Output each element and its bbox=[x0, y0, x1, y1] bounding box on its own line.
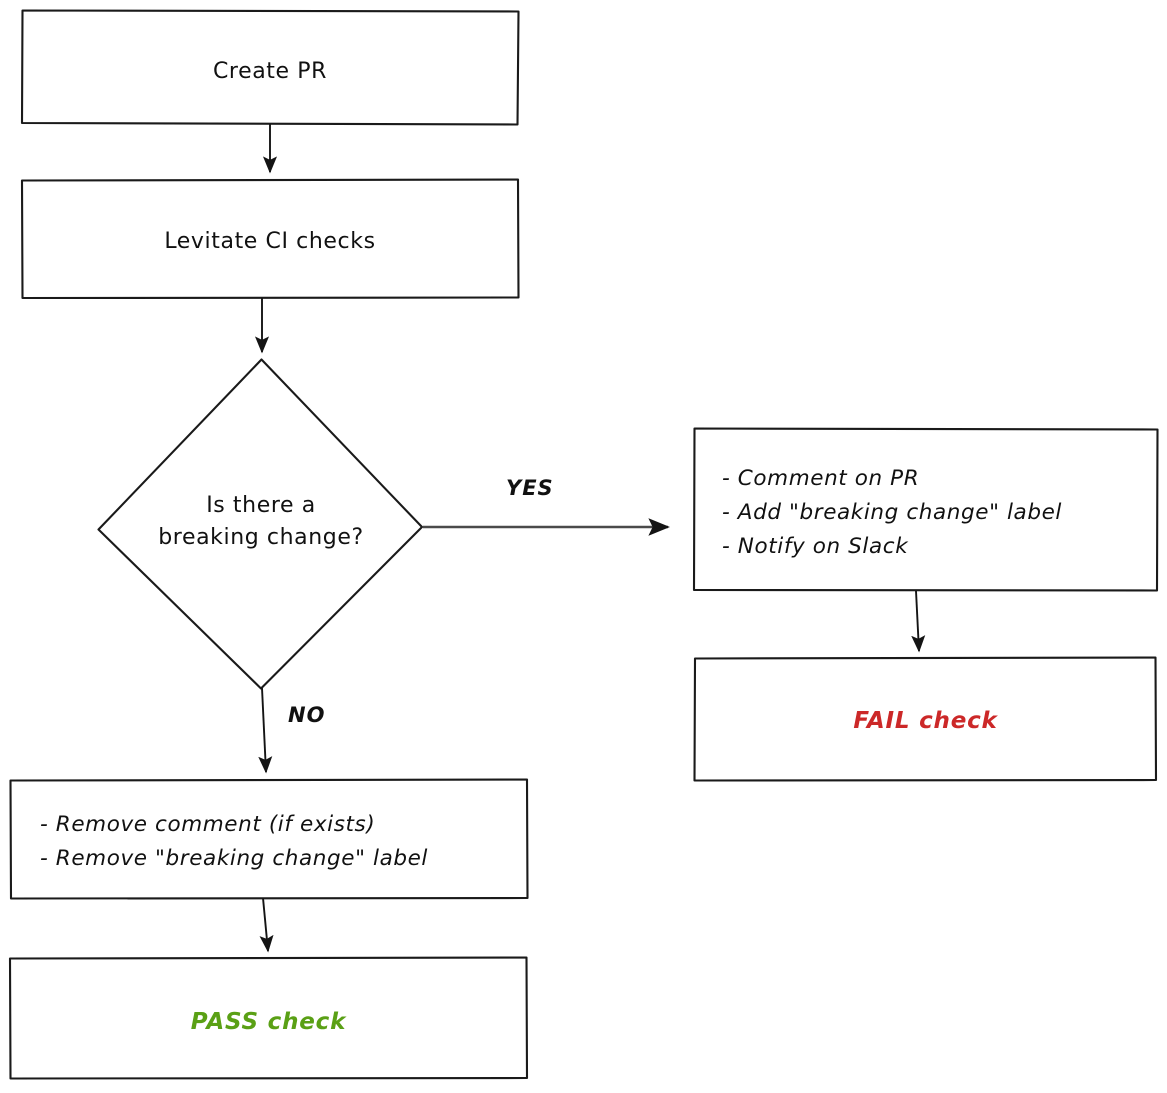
node-decision-shape[interactable] bbox=[97, 358, 424, 690]
edge-actions-to-fail bbox=[911, 590, 926, 653]
node-cleanup-actions-shape[interactable] bbox=[9, 778, 529, 900]
edge-decision-no bbox=[258, 687, 273, 774]
edge-label-no: NO bbox=[288, 703, 326, 727]
node-create-pr-shape[interactable] bbox=[20, 9, 520, 126]
edge-cleanup-to-pass bbox=[259, 897, 274, 953]
node-breaking-actions-shape[interactable] bbox=[692, 427, 1159, 592]
node-fail-check-shape[interactable] bbox=[693, 656, 1158, 782]
node-ci-checks-shape[interactable] bbox=[20, 178, 520, 300]
node-pass-check-shape[interactable] bbox=[8, 956, 529, 1080]
edge-label-yes: YES bbox=[506, 476, 554, 500]
